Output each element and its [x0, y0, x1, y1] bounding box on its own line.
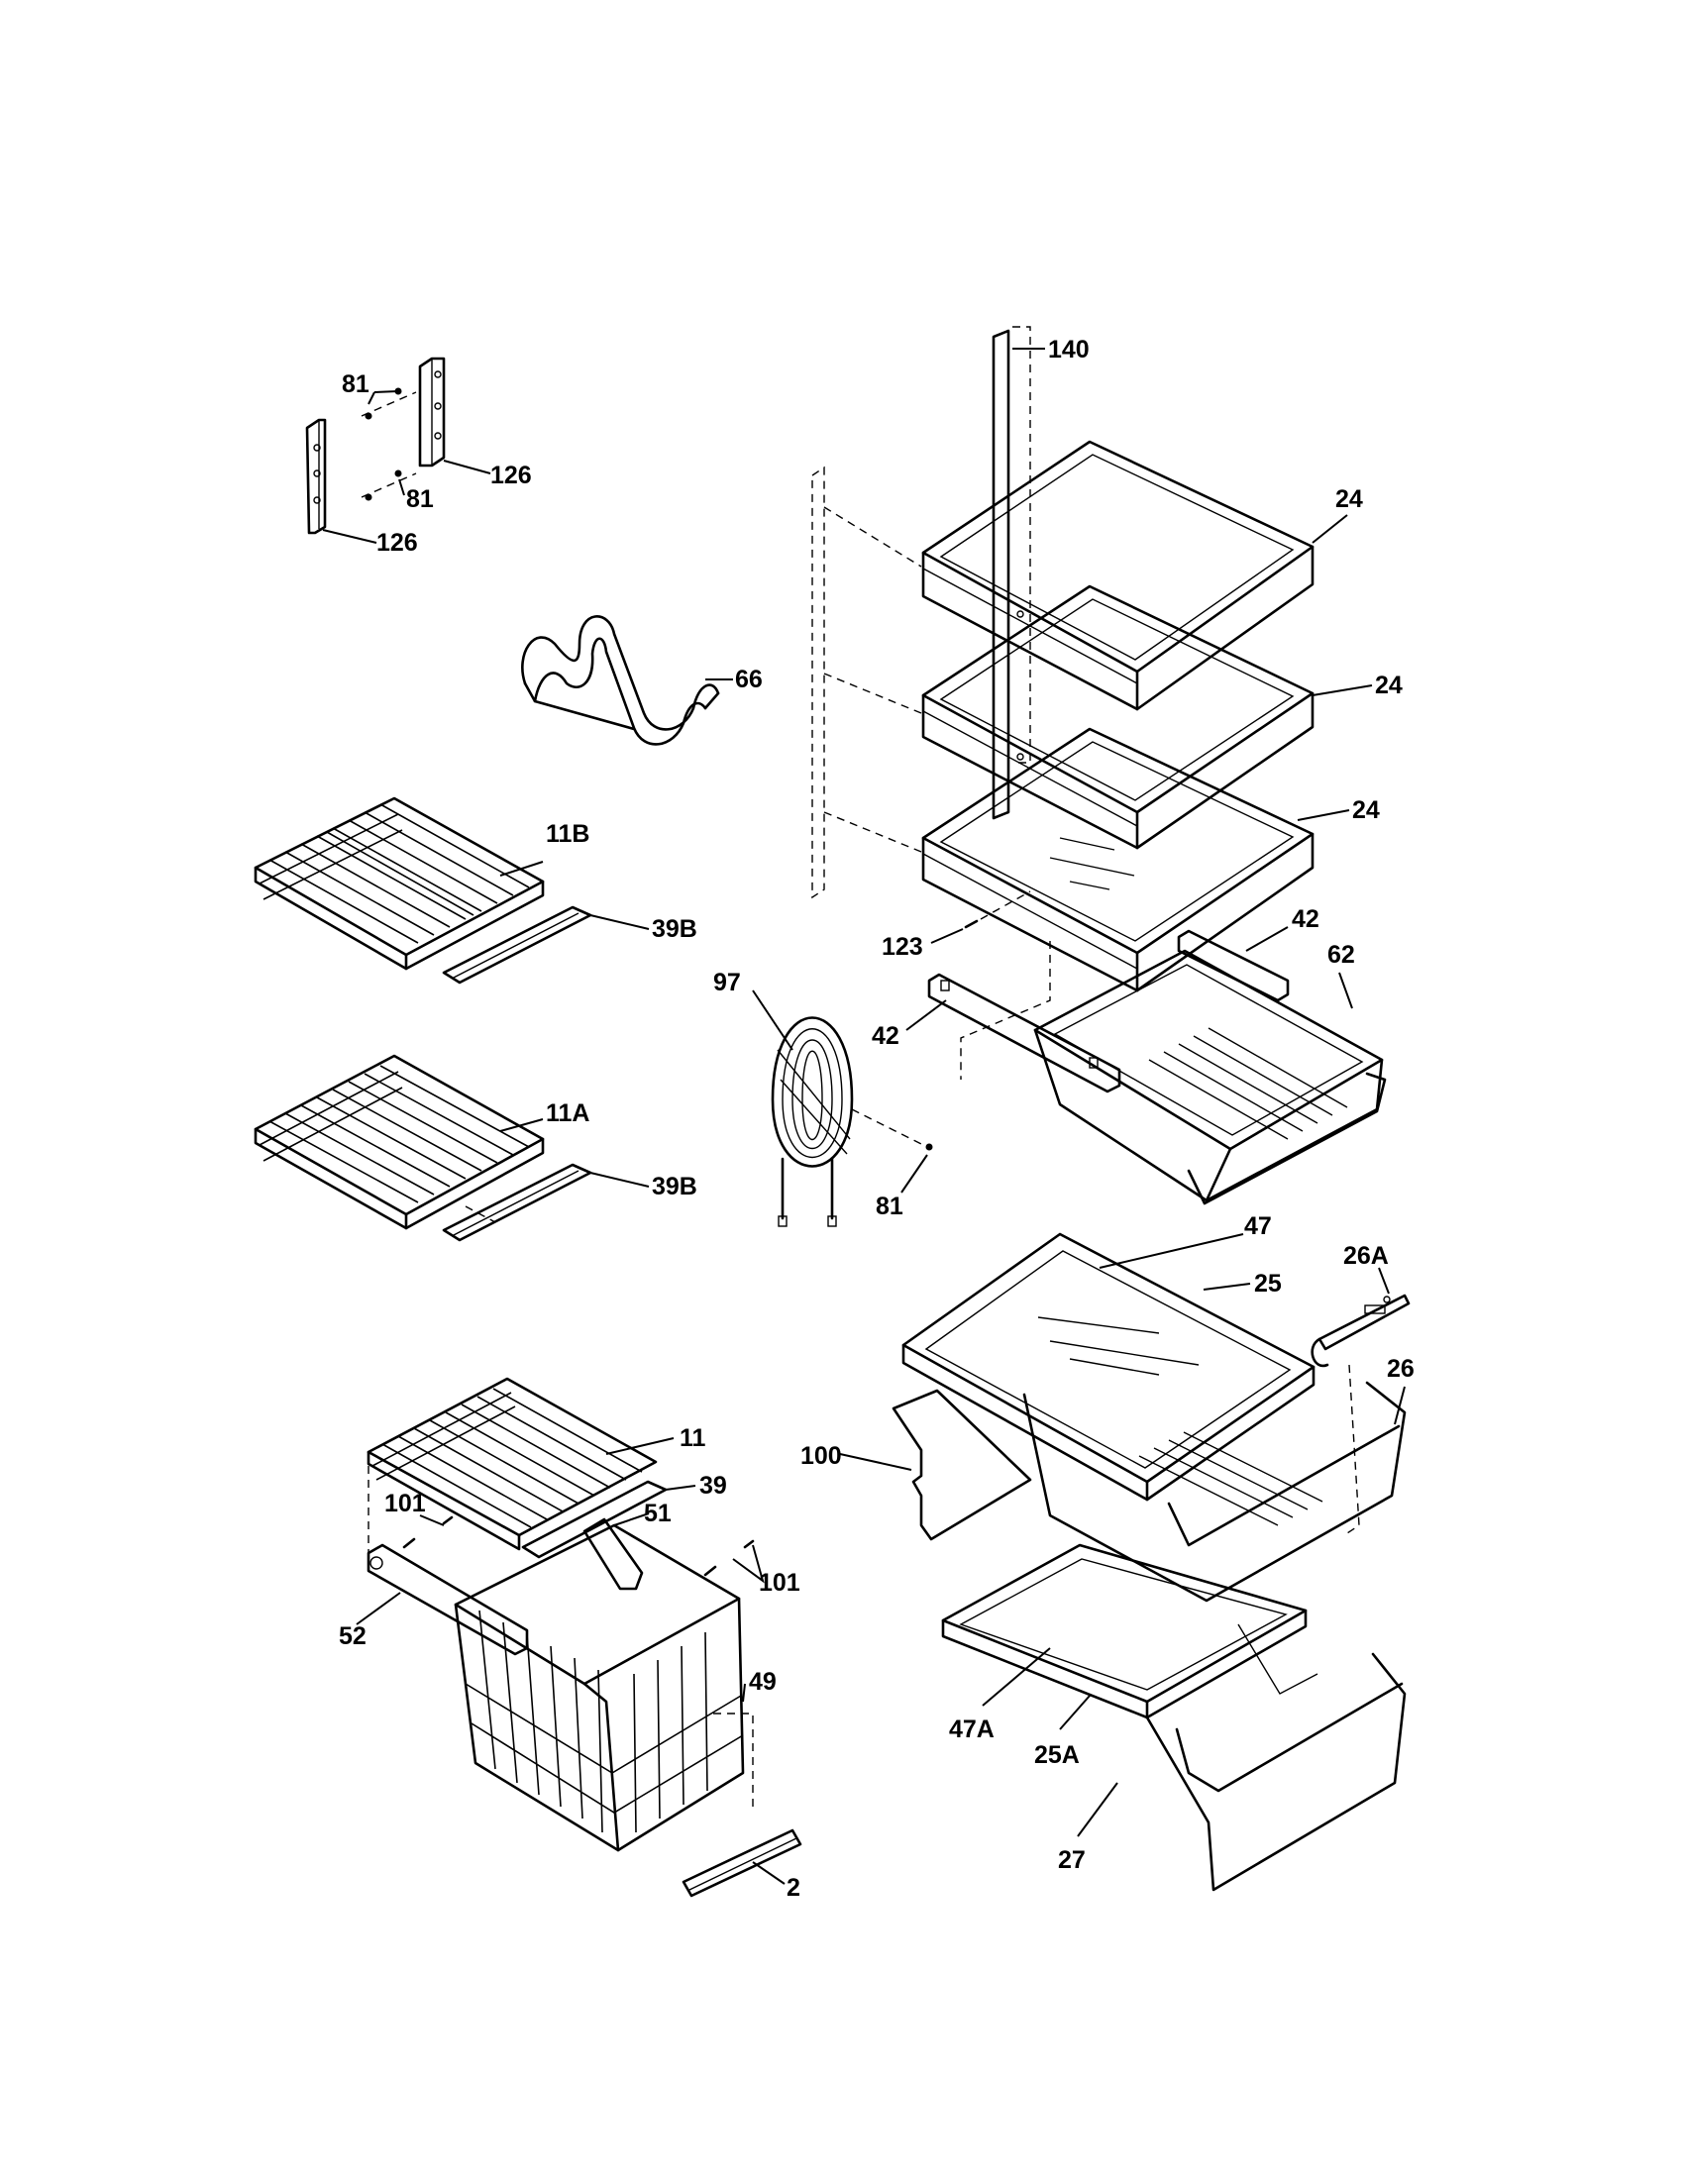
- callout-2: 2: [787, 1874, 800, 1902]
- callout-25: 25: [1254, 1270, 1282, 1298]
- screw-123: [930, 890, 1031, 944]
- callout-39: 39: [699, 1472, 727, 1500]
- callout-51: 51: [644, 1500, 672, 1527]
- callout-11B: 11B: [546, 820, 589, 848]
- trim-2: [682, 1828, 802, 1898]
- callout-11: 11: [680, 1424, 706, 1452]
- callout-101-right: 101: [759, 1569, 800, 1597]
- screw-81-coil: [851, 1108, 933, 1194]
- glass-shelf-24-low: [921, 727, 1315, 992]
- bracket-126-left: [305, 418, 327, 535]
- callout-126-left: 126: [376, 529, 418, 557]
- glass-shelf-24-top: [921, 440, 1315, 711]
- callout-97: 97: [713, 969, 741, 996]
- callout-66: 66: [735, 666, 763, 693]
- callout-24-mid: 24: [1375, 672, 1403, 699]
- rail-140: [992, 326, 1045, 820]
- callout-101-left: 101: [384, 1490, 426, 1517]
- trim-39: [521, 1480, 696, 1559]
- bracket-26A: [1311, 1267, 1411, 1534]
- crisper-pan-62: [960, 941, 1387, 1205]
- bottle-rack-66: [521, 615, 733, 746]
- callout-81-bottom: 81: [876, 1193, 903, 1220]
- callout-123: 123: [882, 933, 923, 961]
- crisper-cover-25A: [941, 1543, 1308, 1730]
- callout-81-mid: 81: [406, 485, 434, 513]
- callout-49: 49: [749, 1668, 777, 1696]
- callout-24-low: 24: [1352, 796, 1380, 824]
- callout-126-right: 126: [490, 462, 532, 489]
- screws-101: [402, 1514, 765, 1584]
- crisper-cover-25: [901, 1232, 1316, 1502]
- crisper-drawer-27: [1077, 1623, 1407, 1892]
- crisper-drawer-26: [1022, 1381, 1407, 1603]
- callout-25A: 25A: [1034, 1741, 1080, 1769]
- callout-26: 26: [1387, 1355, 1415, 1383]
- trim-39B-top: [442, 905, 650, 985]
- slide-42-left: [905, 973, 1121, 1093]
- callout-42-left: 42: [872, 1022, 899, 1050]
- wire-shelf-11: [367, 1377, 675, 1551]
- slide-42-right: [1177, 926, 1290, 1002]
- callout-39B-low: 39B: [652, 1173, 697, 1200]
- wire-shelf-11B: [254, 796, 545, 971]
- bracket-126-right: [418, 357, 446, 468]
- coil-97: [752, 989, 854, 1227]
- glass-shelf-24-mid: [921, 584, 1315, 850]
- callout-81-top: 81: [342, 370, 369, 398]
- slide-51: [582, 1512, 650, 1591]
- callout-27: 27: [1058, 1846, 1086, 1874]
- callout-47A: 47A: [949, 1716, 995, 1743]
- callout-100: 100: [800, 1442, 842, 1470]
- trim-39B-low: [442, 1163, 650, 1242]
- wire-shelf-11A: [254, 1054, 545, 1230]
- panel-100: [839, 1389, 1032, 1541]
- callout-39B-top: 39B: [652, 915, 697, 943]
- wire-basket-49: [454, 1523, 754, 1852]
- screws-81-brackets: [322, 387, 491, 544]
- callout-42-right: 42: [1292, 905, 1319, 933]
- callout-24-top: 24: [1335, 485, 1363, 513]
- shelf-ladder: [811, 466, 922, 899]
- callout-47: 47: [1244, 1212, 1272, 1240]
- callout-140: 140: [1048, 336, 1090, 364]
- callout-62: 62: [1327, 941, 1355, 969]
- callout-11A: 11A: [546, 1099, 589, 1127]
- leader-lines-24: [1297, 514, 1373, 821]
- callout-52: 52: [339, 1622, 367, 1650]
- callout-26A: 26A: [1343, 1242, 1389, 1270]
